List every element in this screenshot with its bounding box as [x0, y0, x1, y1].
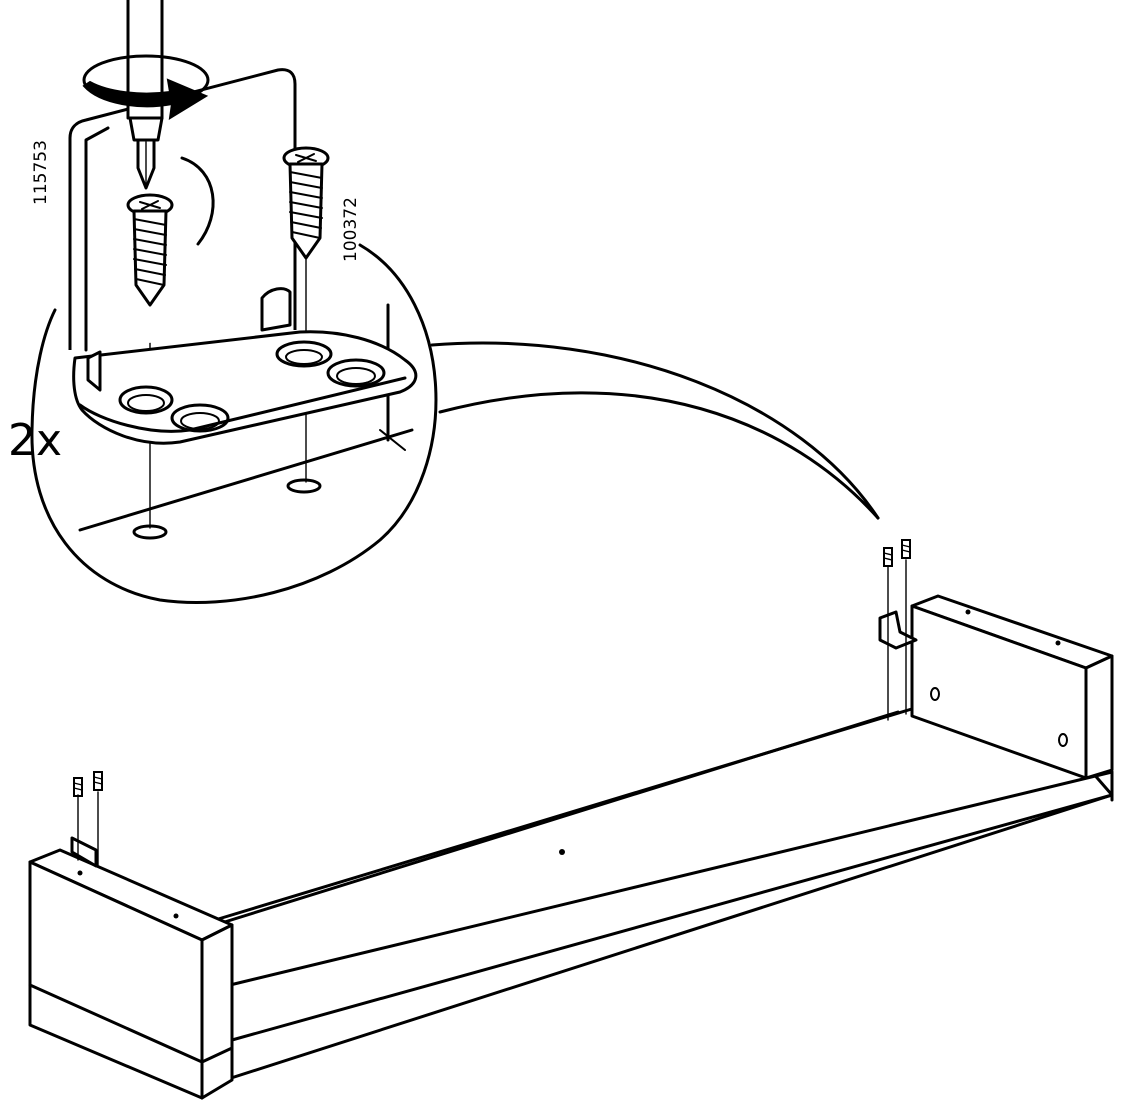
- screw-icon: [126, 193, 174, 307]
- callout-pointer: [430, 341, 880, 520]
- board-hole: [559, 849, 565, 855]
- bracket-icon: [68, 68, 418, 445]
- back-board: [198, 706, 1114, 1090]
- shelf-frame: [28, 539, 1114, 1100]
- callout-circle: [30, 243, 438, 604]
- screw-icon: [73, 771, 103, 797]
- screwdriver-icon: [126, 0, 164, 190]
- bracket-icon: [70, 791, 99, 868]
- detail-callout: 115753 100372 2x: [8, 0, 880, 604]
- dowel-hole: [1058, 733, 1068, 747]
- screw-icon: [883, 539, 911, 567]
- bracket-icon: [878, 559, 918, 721]
- part-number-right: 100372: [341, 197, 361, 262]
- rotation-arrow-icon: [82, 54, 210, 120]
- part-number-left: 115753: [31, 140, 51, 205]
- screw-icon: [282, 146, 330, 260]
- panel-hole: [286, 478, 322, 494]
- dowel-hole: [930, 687, 940, 701]
- quantity-label: 2x: [8, 415, 62, 466]
